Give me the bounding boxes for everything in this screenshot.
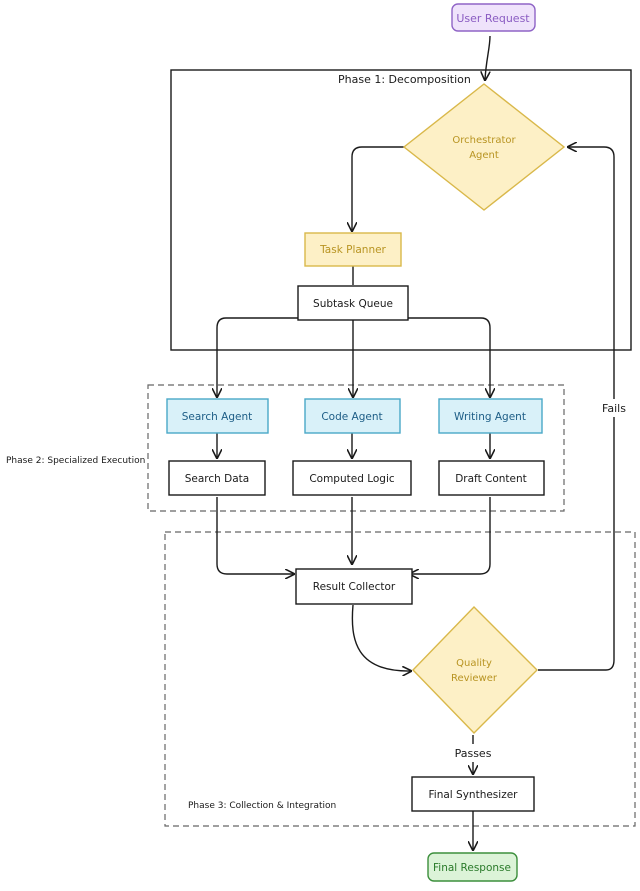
edge-orchestrator-to-planner [352,146,404,231]
svg-text:Code Agent: Code Agent [321,411,382,423]
svg-text:Draft Content: Draft Content [455,473,527,485]
svg-text:Search Data: Search Data [185,473,249,485]
svg-text:Quality: Quality [456,658,492,669]
svg-text:User Request: User Request [456,12,530,25]
svg-text:Result Collector: Result Collector [313,581,396,593]
node-final-synthesizer[interactable]: Final Synthesizer [411,776,535,812]
svg-text:Computed Logic: Computed Logic [309,473,395,485]
node-search-data[interactable]: Search Data [168,460,266,496]
svg-text:Final Synthesizer: Final Synthesizer [429,789,519,801]
node-quality-reviewer[interactable]: Quality Reviewer [412,606,538,734]
svg-text:Subtask Queue: Subtask Queue [313,298,393,310]
edge-queue-to-search [217,317,298,397]
node-orchestrator-agent[interactable]: Orchestrator Agent [402,83,566,211]
connectors [216,35,615,850]
phase2-frame [147,384,565,512]
node-writing-agent[interactable]: Writing Agent [438,398,543,434]
svg-text:Writing Agent: Writing Agent [454,411,526,423]
node-final-response[interactable]: Final Response [427,852,518,882]
node-result-collector[interactable]: Result Collector [295,568,413,605]
svg-text:Orchestrator: Orchestrator [452,135,516,146]
node-draft-content[interactable]: Draft Content [438,460,545,496]
svg-text:Search Agent: Search Agent [182,411,253,423]
svg-text:Final Response: Final Response [433,862,511,874]
node-task-planner[interactable]: Task Planner [304,232,402,267]
edge-data-to-collector [216,497,294,574]
phase1-frame [170,69,632,351]
svg-text:Agent: Agent [469,150,499,161]
edge-user-to-orchestrator [485,35,491,80]
edge-queue-to-writing [408,317,490,397]
phase3-label: Phase 3: Collection & Integration [188,801,336,811]
edge-label-fails: Fails [602,402,626,415]
node-search-agent[interactable]: Search Agent [166,398,269,434]
svg-text:Reviewer: Reviewer [451,673,498,684]
edge-collector-to-reviewer [351,604,411,671]
edge-draft-to-collector [410,497,491,574]
edge-label-passes: Passes [455,747,492,760]
node-user-request[interactable]: User Request [451,3,536,32]
node-computed-logic[interactable]: Computed Logic [292,460,412,496]
svg-text:Task Planner: Task Planner [319,244,386,256]
node-code-agent[interactable]: Code Agent [304,398,401,434]
node-subtask-queue[interactable]: Subtask Queue [297,285,409,321]
phase3-frame [164,531,636,827]
phase2-label: Phase 2: Specialized Execution [6,456,145,466]
phase1-label: Phase 1: Decomposition [338,73,471,86]
